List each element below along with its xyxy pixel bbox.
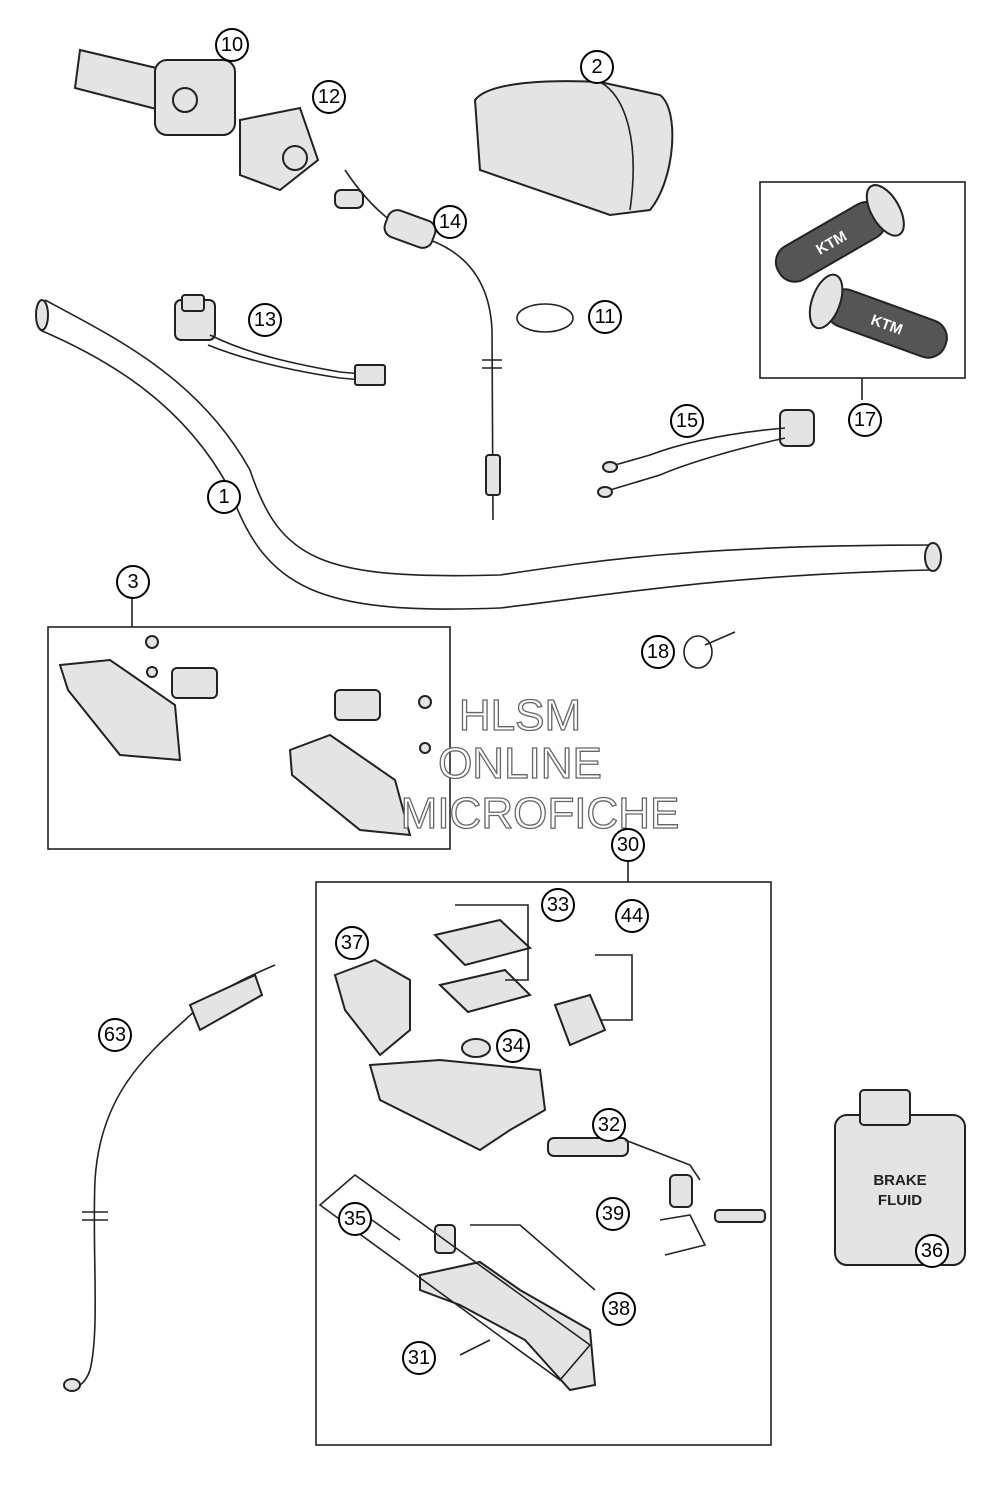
svg-text:37: 37 [341, 932, 363, 954]
svg-text:39: 39 [602, 1203, 624, 1225]
callout-11: 11 [588, 300, 622, 334]
handlebar-pad [473, 80, 674, 217]
brake-hose [63, 964, 276, 1392]
callout-35: 35 [338, 1202, 372, 1236]
master-cylinder-box [315, 860, 772, 1446]
handlebar [35, 299, 942, 610]
callout-31: 31 [402, 1341, 436, 1375]
svg-text:17: 17 [854, 409, 876, 431]
callout-18: 18 [641, 635, 675, 669]
callout-34: 34 [496, 1029, 530, 1063]
svg-text:35: 35 [344, 1208, 366, 1230]
watermark-line2: ONLINE [438, 739, 602, 788]
callout-17: 17 [848, 403, 882, 437]
callout-33: 33 [541, 888, 575, 922]
svg-text:14: 14 [439, 211, 461, 233]
watermark-line1: HLSM [459, 691, 581, 740]
callout-2: 2 [580, 50, 614, 84]
grips-box: KTM KTM [759, 181, 966, 400]
svg-text:30: 30 [617, 834, 639, 856]
svg-text:3: 3 [127, 571, 138, 593]
callout-38: 38 [602, 1292, 636, 1326]
svg-text:11: 11 [595, 306, 616, 328]
switch-with-leads [597, 409, 815, 498]
callout-12: 12 [312, 80, 346, 114]
fluid-can-line1: BRAKE [873, 1172, 926, 1189]
callout-44: 44 [615, 899, 649, 933]
o-ring [516, 303, 574, 333]
callout-1: 1 [207, 480, 241, 514]
throttle-cover [239, 106, 320, 192]
callout-63: 63 [98, 1018, 132, 1052]
svg-text:33: 33 [547, 894, 569, 916]
throttle-cable [334, 169, 502, 521]
throttle-assembly [73, 48, 236, 136]
callout-37: 37 [335, 926, 369, 960]
svg-text:1: 1 [218, 486, 229, 508]
svg-text:63: 63 [104, 1024, 126, 1046]
callout-15: 15 [670, 404, 704, 438]
svg-text:12: 12 [318, 86, 340, 108]
svg-text:31: 31 [408, 1347, 430, 1369]
svg-text:38: 38 [608, 1298, 630, 1320]
svg-text:15: 15 [676, 410, 698, 432]
svg-text:34: 34 [502, 1035, 524, 1057]
callout-32: 32 [592, 1108, 626, 1142]
callout-39: 39 [596, 1197, 630, 1231]
kill-switch [174, 294, 386, 386]
callout-13: 13 [248, 303, 282, 337]
svg-text:10: 10 [221, 34, 243, 56]
watermark-line3: MICROFICHE [401, 789, 680, 838]
brake-fluid-can: BRAKE FLUID [834, 1089, 966, 1266]
handguard-kit-box [47, 598, 451, 850]
svg-text:36: 36 [921, 1240, 943, 1262]
callout-30: 30 [611, 828, 645, 862]
callout-10: 10 [215, 28, 249, 62]
svg-text:2: 2 [591, 56, 602, 78]
svg-text:32: 32 [598, 1114, 620, 1136]
fluid-can-line2: FLUID [878, 1192, 922, 1209]
svg-text:18: 18 [647, 641, 669, 663]
callout-3: 3 [116, 565, 150, 599]
cable-tie [683, 631, 736, 669]
callout-36: 36 [915, 1234, 949, 1268]
svg-text:44: 44 [621, 905, 643, 927]
watermark: HLSM ONLINE MICROFICHE [400, 690, 680, 838]
callout-14: 14 [433, 205, 467, 239]
svg-text:13: 13 [254, 309, 276, 331]
